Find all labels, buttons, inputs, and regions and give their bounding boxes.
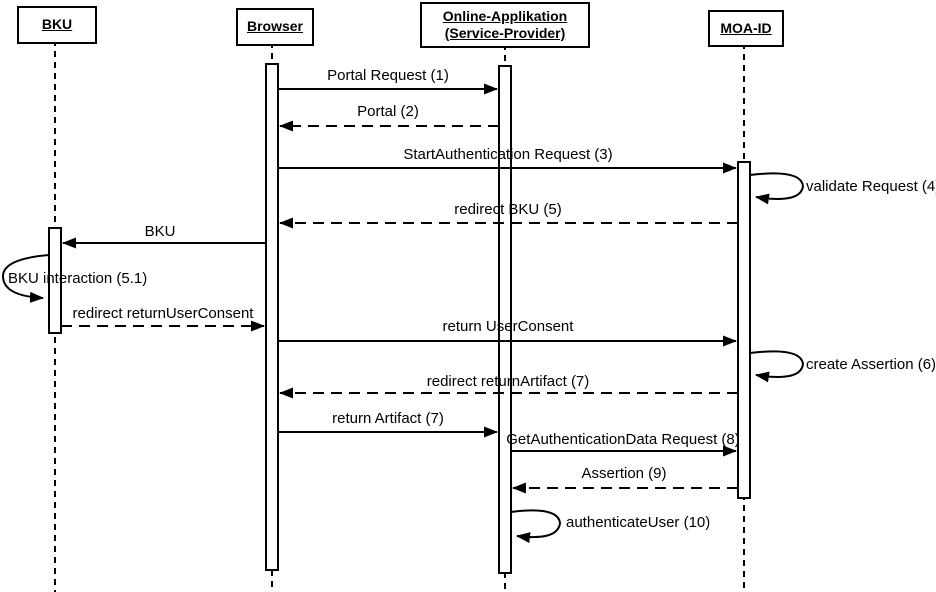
message-label-startauthentication-request: StartAuthentication Request (3)	[403, 146, 613, 163]
message-label-redirect-returnartifact: redirect returnArtifact (7)	[426, 373, 590, 390]
message-label-redirect-bku: redirect BKU (5)	[454, 201, 562, 218]
actor-box-bku: BKU	[17, 6, 97, 44]
self-loop-validate-request	[749, 172, 805, 205]
actor-label-moa-id: MOA-ID	[720, 19, 772, 36]
activation-browser	[265, 63, 279, 571]
message-label-assertion: Assertion (9)	[581, 465, 667, 482]
actor-box-online-applikation: Online-Applikation (Service-Provider)	[420, 2, 590, 48]
message-label-portal-request: Portal Request (1)	[327, 67, 449, 84]
activation-bku	[48, 227, 62, 334]
message-label-bku: BKU	[144, 223, 176, 240]
activation-moa-id	[737, 161, 751, 499]
actor-box-moa-id: MOA-ID	[708, 10, 784, 47]
message-label-create-assertion: create Assertion (6)	[806, 356, 936, 373]
message-label-authenticateuser: authenticateUser (10)	[566, 514, 711, 531]
actor-label-bku: BKU	[41, 16, 73, 33]
message-label-redirect-returnuserconsent: redirect returnUserConsent	[72, 305, 254, 322]
message-label-return-artifact: return Artifact (7)	[332, 410, 444, 427]
actor-label-online-applikation: Online-Applikation (Service-Provider)	[442, 7, 568, 42]
message-label-return-userconsent: return UserConsent	[442, 318, 574, 335]
self-loop-authenticateuser	[510, 509, 562, 544]
actor-box-browser: Browser	[236, 8, 314, 46]
message-label-validate-request: validate Request (4)	[806, 178, 936, 195]
activation-online-applikation	[498, 65, 512, 574]
self-loop-bku-interaction	[1, 254, 50, 303]
self-loop-create-assertion	[749, 350, 805, 383]
actor-label-browser: Browser	[246, 18, 304, 35]
message-label-portal: Portal (2)	[357, 103, 419, 120]
message-label-bku-interaction: BKU interaction (5.1)	[8, 270, 148, 287]
message-label-getauthenticationdata-request: GetAuthenticationData Request (8)	[506, 431, 740, 448]
